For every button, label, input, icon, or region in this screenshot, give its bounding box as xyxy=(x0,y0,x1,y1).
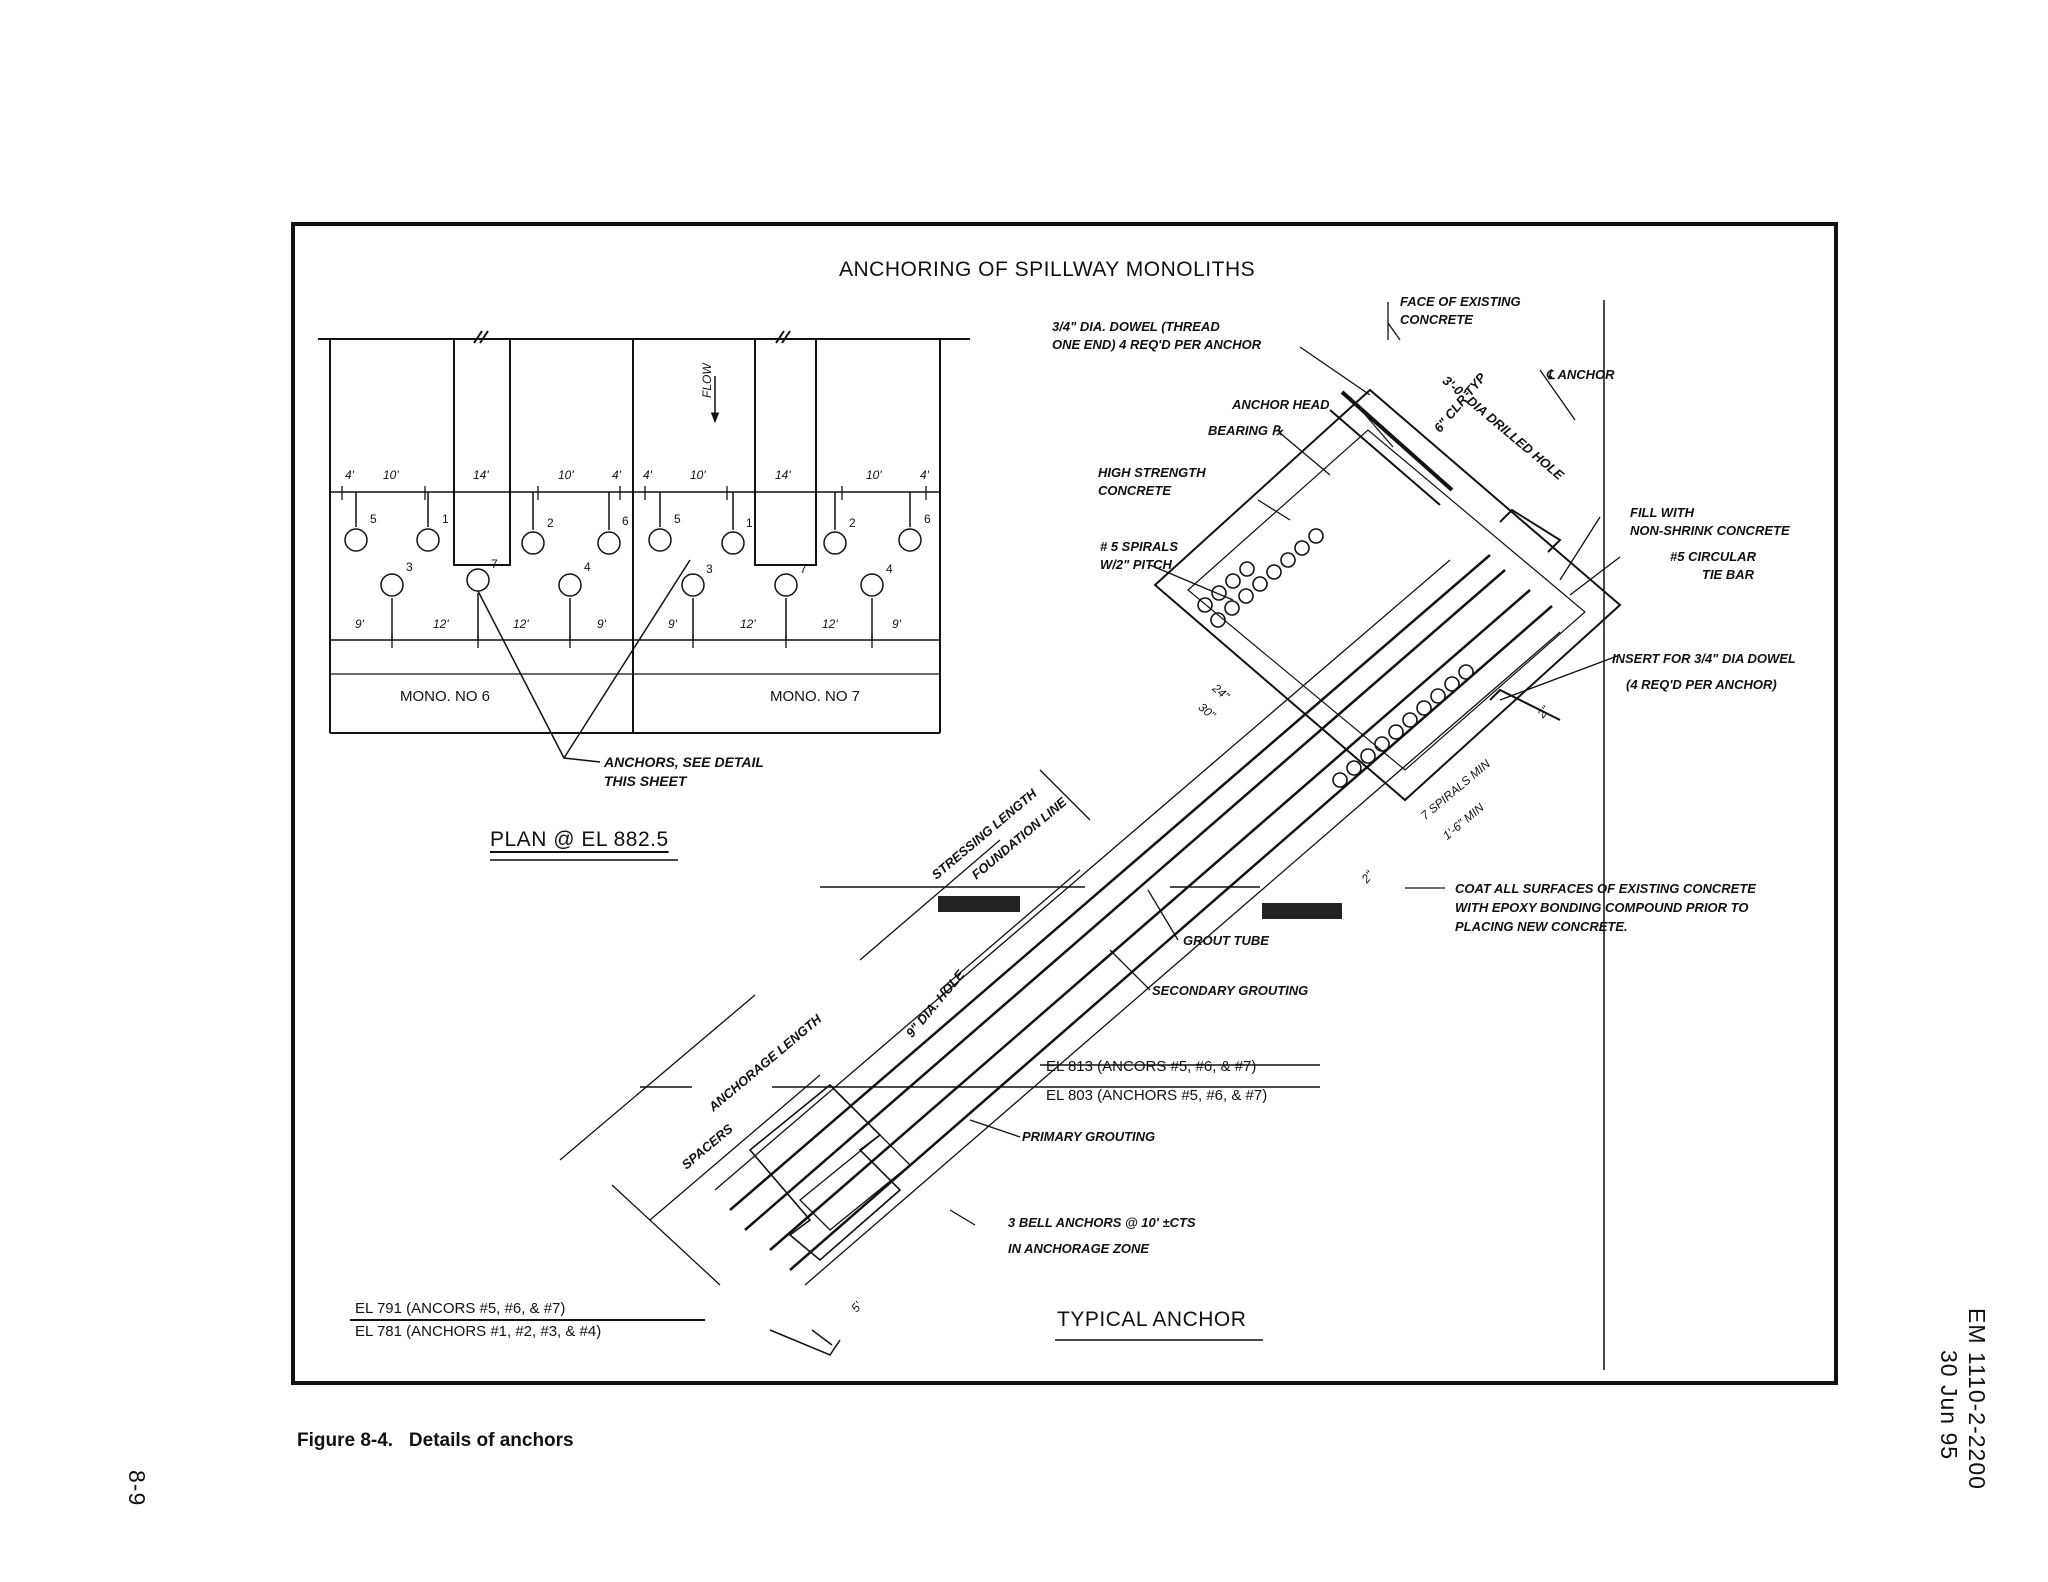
dim-label: 9' xyxy=(668,617,677,631)
coat-note-line1: COAT ALL SURFACES OF EXISTING CONCRETE xyxy=(1455,881,1756,896)
el-813-label: EL 813 (ANCORS #5, #6, & #7) xyxy=(1046,1058,1257,1075)
flow-label: FLOW xyxy=(700,363,714,398)
mono-7-label: MONO. NO 7 xyxy=(770,688,861,705)
figure-frame xyxy=(291,222,1838,1385)
anchor-number: 2 xyxy=(547,516,554,530)
dim-label: 4' xyxy=(345,468,354,482)
tiebar-line2: TIE BAR xyxy=(1702,567,1754,582)
coat-note-line2: WITH EPOXY BONDING COMPOUND PRIOR TO xyxy=(1455,900,1749,915)
tiebar-line1: #5 CIRCULAR xyxy=(1670,549,1756,564)
secondary-grouting-label: SECONDARY GROUTING xyxy=(1152,983,1309,998)
anchor-number: 3 xyxy=(706,562,713,576)
anchor-number: 6 xyxy=(622,514,629,528)
mono-6-label: MONO. NO 6 xyxy=(400,688,491,705)
anchor-number: 5 xyxy=(674,512,681,526)
spirals-line2: W/2" PITCH xyxy=(1100,557,1172,572)
dim-label: 4' xyxy=(612,468,621,482)
dim-label: 9' xyxy=(597,617,606,631)
anchors-note-line2: THIS SHEET xyxy=(604,773,687,789)
insert-line1: INSERT FOR 3/4" DIA DOWEL xyxy=(1612,651,1796,666)
anchor-section xyxy=(350,302,1622,1356)
anchor-number: 2 xyxy=(849,516,856,530)
dim-label: 12' xyxy=(433,617,449,631)
dim-label: 4' xyxy=(920,468,929,482)
doc-number: EM 1110-2-2200 xyxy=(1964,1308,1990,1490)
anchor-number: 4 xyxy=(584,560,591,574)
anchor-head-label: ANCHOR HEAD xyxy=(1232,397,1330,412)
anchor-number: 5 xyxy=(370,512,377,526)
grout-tube-label: GROUT TUBE xyxy=(1183,933,1269,948)
dim-label: 12' xyxy=(740,617,756,631)
anchor-number: 1 xyxy=(746,516,753,530)
anchor-number: 7 xyxy=(491,557,498,571)
bell-anchors-line1: 3 BELL ANCHORS @ 10' ±CTS xyxy=(1008,1215,1196,1230)
fill-note-line2: NON-SHRINK CONCRETE xyxy=(1630,523,1790,538)
plan-view xyxy=(318,330,970,763)
figure-title: ANCHORING OF SPILLWAY MONOLITHS xyxy=(839,258,1256,281)
dowel-note-line2: ONE END) 4 REQ'D PER ANCHOR xyxy=(1052,337,1262,352)
dim-label: 9' xyxy=(892,617,901,631)
bearing-label: BEARING ℞ xyxy=(1208,423,1284,438)
el-803-label: EL 803 (ANCHORS #5, #6, & #7) xyxy=(1046,1087,1268,1104)
el-791-label: EL 791 (ANCORS #5, #6, & #7) xyxy=(355,1300,566,1317)
high-strength-line2: CONCRETE xyxy=(1098,483,1171,498)
dim-label: 14' xyxy=(775,468,791,482)
centerline-label: ℄ ANCHOR xyxy=(1546,367,1615,382)
dowel-note-line1: 3/4" DIA. DOWEL (THREAD xyxy=(1052,319,1220,334)
high-strength-line1: HIGH STRENGTH xyxy=(1098,465,1206,480)
fill-note-line1: FILL WITH xyxy=(1630,505,1695,520)
anchor-number: 1 xyxy=(442,512,449,526)
dim-label: 14' xyxy=(473,468,489,482)
spirals-line1: # 5 SPIRALS xyxy=(1100,539,1179,554)
page-number: 8-9 xyxy=(124,1470,150,1507)
figure-caption: Figure 8-4. Details of anchors xyxy=(297,1430,574,1451)
dim-label: 10' xyxy=(558,468,574,482)
coat-note-line3: PLACING NEW CONCRETE. xyxy=(1455,919,1628,934)
face-note-line2: CONCRETE xyxy=(1400,312,1473,327)
plan-title: PLAN @ EL 882.5 xyxy=(490,828,669,851)
anchor-number: 7 xyxy=(800,562,807,576)
anchor-number: 4 xyxy=(886,562,893,576)
face-note-line1: FACE OF EXISTING xyxy=(1400,294,1521,309)
anchor-number: 6 xyxy=(924,512,931,526)
dim-label: 10' xyxy=(866,468,882,482)
dim-label: 9' xyxy=(355,617,364,631)
doc-date: 30 Jun 95 xyxy=(1936,1350,1962,1461)
anchors-note-line1: ANCHORS, SEE DETAIL xyxy=(604,754,764,770)
bell-anchors-line2: IN ANCHORAGE ZONE xyxy=(1008,1241,1150,1256)
el-781-label: EL 781 (ANCHORS #1, #2, #3, & #4) xyxy=(355,1323,602,1340)
dim-label: 12' xyxy=(513,617,529,631)
dim-label: 10' xyxy=(383,468,399,482)
primary-grouting-label: PRIMARY GROUTING xyxy=(1022,1129,1156,1144)
dim-label: 4' xyxy=(643,468,652,482)
insert-line2: (4 REQ'D PER ANCHOR) xyxy=(1626,677,1777,692)
anchor-number: 3 xyxy=(406,560,413,574)
anchor-title: TYPICAL ANCHOR xyxy=(1057,1308,1247,1331)
dim-label: 12' xyxy=(822,617,838,631)
dim-label: 10' xyxy=(690,468,706,482)
